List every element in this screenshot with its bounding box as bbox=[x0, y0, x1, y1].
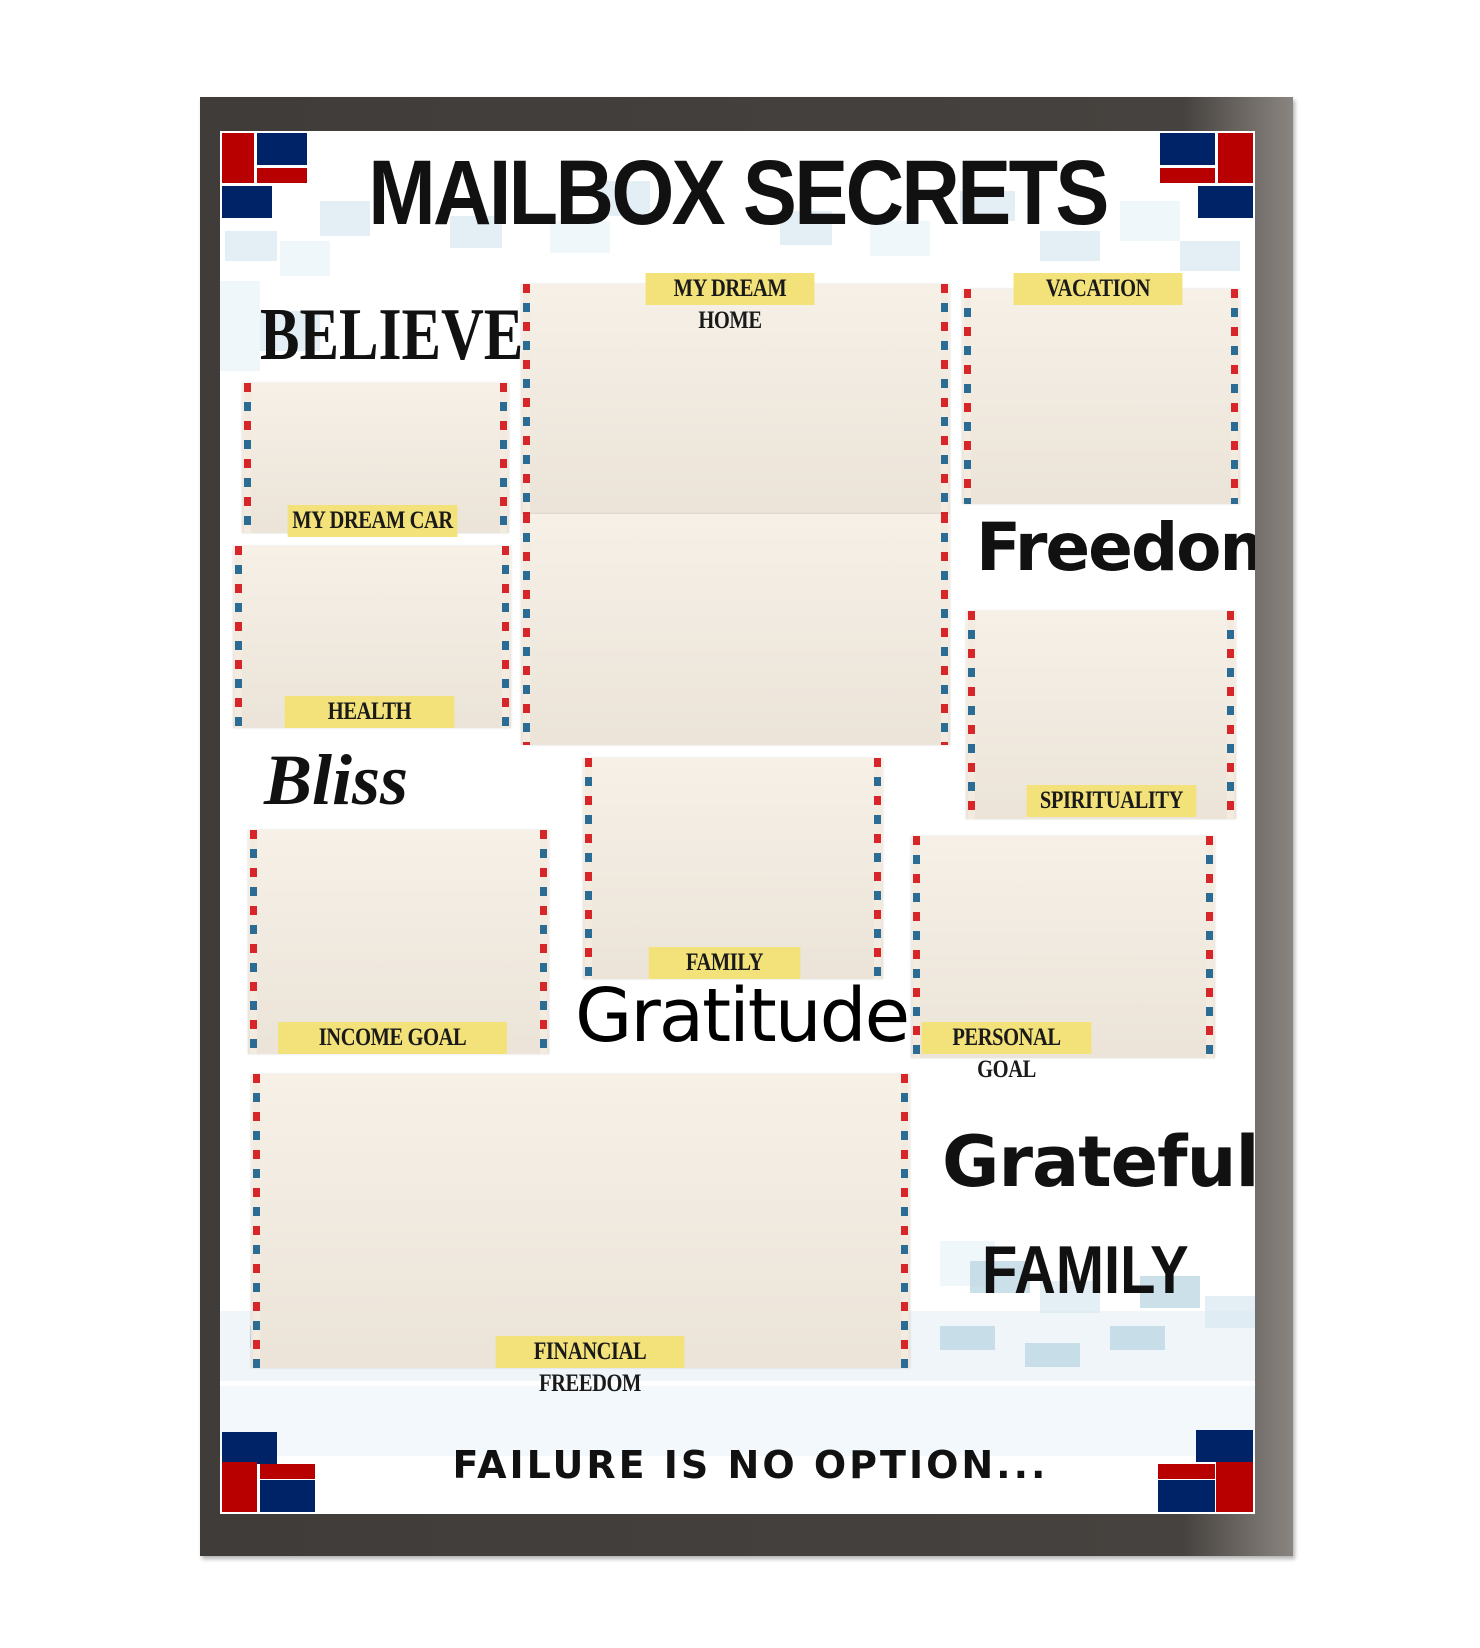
envelope-health bbox=[233, 546, 511, 728]
label-dream-home: MY DREAM HOME bbox=[645, 273, 815, 334]
corner-block bbox=[1196, 1430, 1253, 1462]
poster-title: MAILBOX SECRETS bbox=[368, 142, 1109, 244]
word-family: FAMILY bbox=[982, 1232, 1189, 1308]
corner-block bbox=[1160, 168, 1215, 183]
corner-block bbox=[260, 1480, 315, 1512]
corner-block bbox=[1160, 133, 1215, 165]
word-freedom: Freedom bbox=[976, 509, 1255, 586]
word-believe: BELIEVE bbox=[260, 294, 524, 376]
envelope-vacation bbox=[962, 289, 1240, 504]
corner-block bbox=[1216, 1462, 1253, 1512]
corner-block bbox=[222, 133, 254, 183]
label-dream-car: MY DREAM CAR bbox=[287, 505, 458, 537]
corner-block bbox=[257, 168, 307, 183]
label-spirituality: SPIRITUALITY bbox=[1026, 785, 1197, 817]
corner-block bbox=[222, 1462, 257, 1512]
label-personal-goal: PERSONAL GOAL bbox=[921, 1022, 1092, 1083]
corner-block bbox=[1158, 1464, 1215, 1479]
corner-block bbox=[257, 133, 307, 165]
envelope-dream-home bbox=[521, 284, 950, 514]
label-income-goal: INCOME GOAL bbox=[278, 1022, 507, 1054]
corner-block bbox=[222, 186, 272, 218]
word-gratitude: Gratitude bbox=[575, 973, 910, 1059]
envelope-financial-freedom bbox=[251, 1074, 910, 1368]
corner-block bbox=[1158, 1480, 1215, 1512]
envelope-income-goal bbox=[248, 830, 549, 1054]
corner-block bbox=[222, 1432, 277, 1464]
corner-block bbox=[1218, 133, 1253, 183]
corner-block bbox=[1198, 186, 1253, 218]
envelope-personal-goal bbox=[911, 836, 1215, 1058]
label-vacation: VACATION bbox=[1013, 273, 1183, 305]
envelope-large bbox=[521, 514, 950, 745]
vision-board-poster: MAILBOX SECRETS MY DREAM CAR HEALTH MY D… bbox=[220, 131, 1255, 1514]
footer-slogan: FAILURE IS NO OPTION... bbox=[452, 1443, 1049, 1487]
label-health: HEALTH bbox=[284, 696, 455, 728]
envelope-dream-car bbox=[242, 383, 509, 533]
corner-block bbox=[260, 1464, 315, 1479]
label-financial-freedom: FINANCIAL FREEDOM bbox=[495, 1336, 685, 1397]
word-grateful: Grateful bbox=[942, 1121, 1255, 1203]
label-family: FAMILY bbox=[648, 947, 801, 979]
word-bliss: Bliss bbox=[264, 740, 409, 820]
envelope-spirituality bbox=[966, 611, 1236, 819]
envelope-family bbox=[583, 758, 883, 979]
